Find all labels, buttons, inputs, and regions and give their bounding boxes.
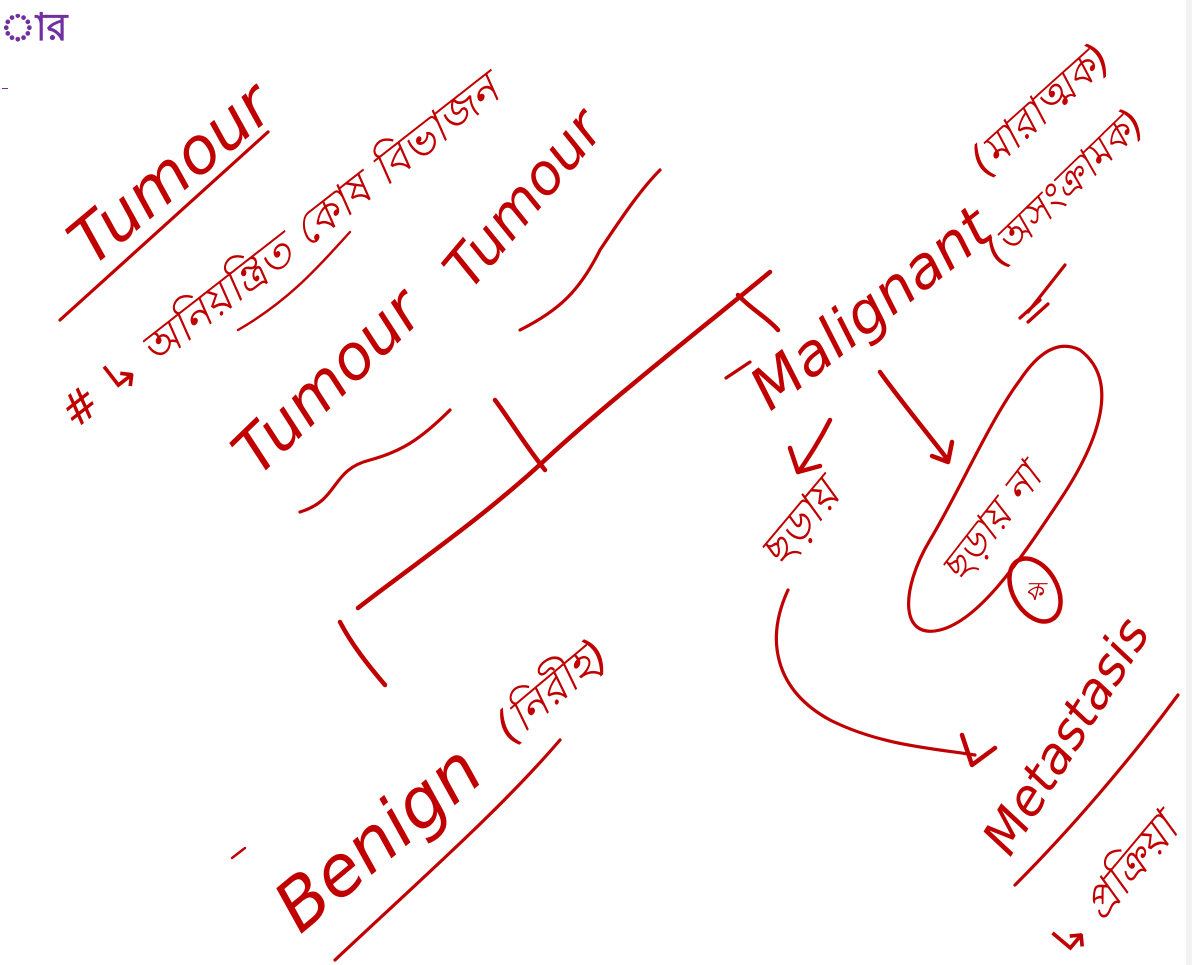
metastasis-underline — [1013, 693, 1180, 887]
benign-tick-mark — [230, 846, 247, 860]
oval-outline — [907, 344, 1104, 633]
tumour-right-underline — [518, 168, 662, 332]
arrow-right-shaft — [877, 369, 951, 463]
tumour-center-underline — [298, 408, 452, 514]
benign-bn-text: (নিরীহ) — [482, 627, 619, 754]
branch-crossbar — [492, 397, 548, 473]
malignant-group: Malignant (মারাত্মক) (অসংক্রামক) — [724, 33, 1154, 423]
heading-underline-mark — [2, 88, 8, 89]
tumour-center-group: Tumour — [218, 271, 452, 514]
small-circle-mark — [1007, 556, 1063, 624]
malignant-bottom-mark — [1026, 263, 1067, 314]
branch-main-line — [355, 269, 773, 611]
small-circle-text: ক — [1025, 577, 1048, 607]
arrow-right-head — [929, 439, 955, 465]
metastasis-arrow-group — [774, 588, 998, 768]
left-branch-group: ছড়ায় — [749, 464, 855, 577]
metastasis-sub-text: ↳ প্রক্রিয়া — [1039, 798, 1192, 965]
arrow-left-shaft — [797, 417, 833, 473]
branch-lines — [337, 269, 781, 688]
malignant-arrows — [787, 369, 955, 475]
benign-group: Benign (নিরীহ) — [230, 627, 619, 962]
branch-right-cap — [735, 292, 781, 333]
benign-underline — [333, 738, 562, 962]
arrow-left-head — [787, 445, 823, 475]
malignant-text: Malignant — [737, 192, 1006, 423]
metastasis-curve — [774, 588, 977, 757]
benign-text: Benign — [258, 729, 497, 948]
tumour-heading-underline — [58, 130, 270, 322]
right-branch-text: ছড়ায় না — [932, 450, 1057, 591]
slide-edge — [1186, 0, 1192, 965]
definition-extra-stroke — [236, 230, 352, 332]
left-branch-text: ছড়ায় — [749, 464, 855, 577]
metastasis-arrow-head — [959, 732, 998, 768]
oval-group: ছড়ায় না ক — [907, 344, 1104, 633]
metastasis-group: Metastasis ↳ প্রক্রিয়া — [971, 608, 1192, 965]
malignant-tick-mark — [724, 360, 752, 380]
slide-heading-fragment: ার — [0, 5, 68, 49]
branch-left-cap — [337, 619, 388, 688]
